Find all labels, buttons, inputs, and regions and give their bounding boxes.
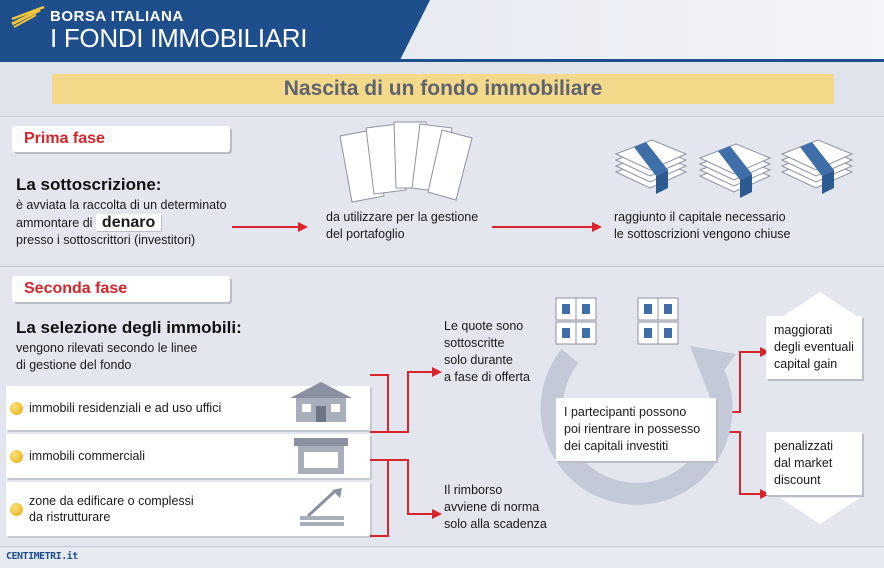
phase1-step3-line2: le sottoscrizioni vengono chiuse [614, 227, 791, 241]
phase1-text-line2-wrap: ammontare di denaro [16, 214, 276, 232]
quote-line4: a fase di offerta [444, 370, 530, 384]
borsa-logo-icon [11, 6, 45, 28]
cycle-arrow-icon [540, 346, 736, 505]
denaro-highlight: denaro [95, 214, 162, 231]
construction-icon [300, 488, 344, 526]
page-title: Nascita di un fondo immobiliare [283, 77, 603, 100]
bills-icon [637, 297, 679, 345]
phase1-tab: Prima fase [12, 126, 230, 152]
header-line [0, 59, 884, 62]
down-line1: penalizzati [774, 439, 834, 453]
phase1-text-line3: presso i sottoscrittori (investitori) [16, 233, 196, 247]
rimborso-line3: solo alla scadenza [444, 517, 547, 531]
list-item-label: zone da edificare o complessi da ristrut… [29, 493, 194, 525]
header-band [0, 0, 430, 60]
phase1-text-line1: è avviata la raccolta di un determinato [16, 198, 227, 212]
brand-main: I FONDI IMMOBILIARI [50, 23, 308, 53]
market-discount-box: penalizzati dal market discount [766, 432, 862, 495]
quote-line3: solo durante [444, 353, 513, 367]
rimborso-line2: avviene di norma [444, 500, 540, 514]
up-line1: maggiorati [774, 323, 833, 337]
shop-icon [294, 438, 348, 474]
phase2-heading: La selezione degli immobili: [16, 318, 242, 337]
quote-line1: Le quote sono [444, 319, 524, 333]
capital-gain-box: maggiorati degli eventuali capital gain [766, 316, 862, 379]
list-item: zone da edificare o complessi da ristrut… [6, 482, 370, 536]
footer-bar [0, 546, 884, 568]
documents-icon [339, 121, 473, 203]
list-item-label: immobili commerciali [29, 449, 145, 463]
phase2-text-line1: vengono rilevati secondo le linee [16, 341, 198, 355]
house-icon [290, 382, 352, 422]
center-line2: poi rientrare in possesso [564, 422, 701, 436]
center-line1: I partecipanti possono [564, 405, 687, 419]
phase1-step3: raggiunto il capitale necessario le sott… [614, 209, 814, 243]
phase2-tab: Seconda fase [12, 276, 230, 302]
quote-text: Le quote sono sottoscritte solo durante … [444, 318, 554, 386]
list-item-label: immobili residenziali e ad uso uffici [29, 401, 222, 415]
footer-credit: CENTIMETRI.it [6, 551, 78, 562]
up-arrow-icon [780, 292, 860, 318]
participants-box: I partecipanti possono poi rientrare in … [556, 398, 716, 461]
up-line2: degli eventuali [774, 340, 854, 354]
down-arrow-icon [780, 498, 860, 524]
rimborso-text: Il rimborso avviene di norma solo alla s… [444, 482, 564, 533]
down-line3: discount [774, 473, 821, 487]
phase2-text: vengono rilevati secondo le linee di ges… [16, 340, 296, 374]
list-item-line2: da ristrutturare [29, 510, 111, 524]
phase1-step3-line1: raggiunto il capitale necessario [614, 210, 786, 224]
up-line3: capital gain [774, 357, 838, 371]
list-item-line1: zone da edificare o complessi [29, 494, 194, 508]
phase1-text-line2: ammontare di [16, 216, 93, 230]
phase2-text-line2: di gestione del fondo [16, 358, 132, 372]
bullet-icon [10, 502, 23, 516]
bills-icon [555, 297, 597, 345]
phase1-step2-line2: del portafoglio [326, 227, 405, 241]
phase1-step2: da utilizzare per la gestione del portaf… [326, 209, 506, 243]
down-line2: dal market [774, 456, 833, 470]
bullet-icon [10, 401, 23, 415]
phase1-text: è avviata la raccolta di un determinato … [16, 197, 276, 249]
brand-top: BORSA ITALIANA [50, 8, 184, 25]
center-line3: dei capitali investiti [564, 439, 669, 453]
header-stripe [400, 0, 884, 60]
rimborso-line1: Il rimborso [444, 483, 503, 497]
title-bar: Nascita di un fondo immobiliare [52, 74, 834, 104]
quote-line2: sottoscritte [444, 336, 505, 350]
bullet-icon [10, 449, 23, 463]
phase1-step2-line1: da utilizzare per la gestione [326, 210, 479, 224]
phase1-heading: La sottoscrizione: [16, 175, 162, 194]
